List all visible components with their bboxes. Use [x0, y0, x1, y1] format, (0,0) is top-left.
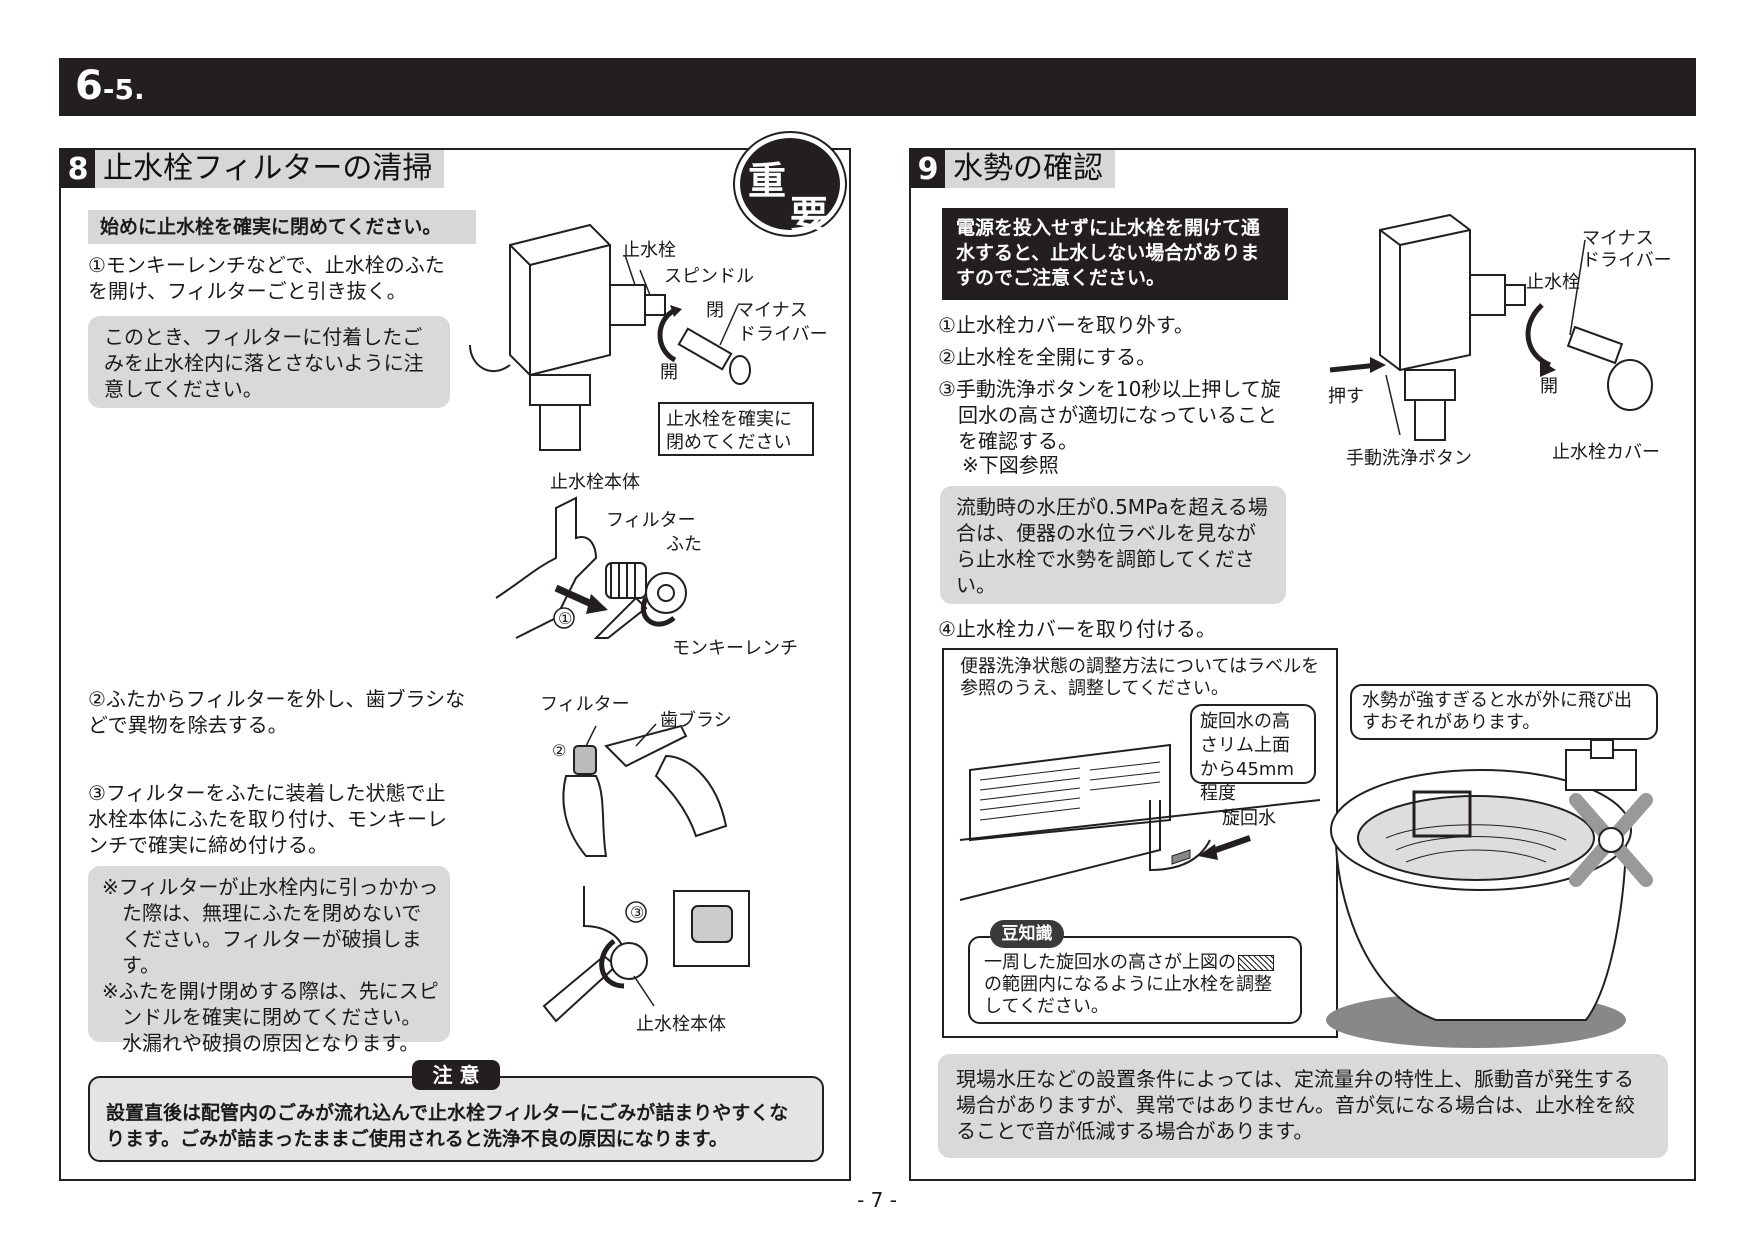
label-step-3: ③ [630, 903, 645, 922]
toilet-figure [1326, 739, 1653, 1048]
valve-figure [469, 223, 751, 451]
label-driver-2: ドライバー [738, 324, 828, 345]
caution-text: 設置直後は配管内のごみが流れ込んで止水栓フィルターにごみが詰まりやすくなります。… [106, 1102, 789, 1150]
label-driver-1: マイナス [736, 300, 808, 321]
step-2-text: ②止水栓を全開にする。 [938, 345, 1157, 369]
label-step-2: ② [552, 741, 567, 760]
caution-box: 設置直後は配管内のごみが流れ込んで止水栓フィルターにごみが詰まりやすくなります。… [88, 1076, 824, 1162]
badge-top: 重 [748, 159, 787, 203]
tip-label: 豆知識 [990, 920, 1064, 948]
left-panel [59, 148, 851, 1181]
label-open: 開 [660, 362, 678, 383]
callout-splash-warning: 水勢が強すぎると水が外に飛び出すおそれがあります。 [1350, 684, 1658, 740]
section-header-bar: 6-5. [59, 58, 1696, 116]
label-open: 開 [1540, 376, 1558, 397]
caution-label: 注 意 [412, 1060, 500, 1090]
label-valve-cover: 止水栓カバー [1552, 442, 1660, 463]
tip-text: 一周した旋回水の高さが上図のの範囲内になるように止水栓を調整してください。 [984, 952, 1288, 1018]
label-swirl-water: 旋回水 [1222, 808, 1276, 829]
right-panel [909, 148, 1696, 1181]
tip-text-2: の範囲内になるように止水栓を調整してください。 [984, 974, 1272, 1017]
label-spindle: スピンドル [664, 266, 754, 287]
label-valve-body: 止水栓本体 [550, 472, 640, 493]
bottom-note: 現場水圧などの設置条件によっては、定流量弁の特性上、脈動音が発生する場合がありま… [938, 1054, 1668, 1158]
section-number: 6-5. [75, 63, 145, 109]
label-step-1: ① [558, 609, 573, 628]
reassembly-figure [542, 886, 750, 1023]
note-2-2: ※ふたを開け閉めする際は、先にスピンドルを確実に閉めてください。水漏れや破損の原… [102, 979, 439, 1055]
label-close: 閉 [706, 300, 724, 321]
left-section-heading: 8 止水栓フィルターの清掃 [61, 150, 445, 188]
section-number-8: 8 [61, 150, 95, 188]
label-push: 押す [1328, 386, 1364, 407]
label-filter: フィルター [606, 510, 696, 531]
label-valve: 止水栓 [622, 240, 676, 261]
step-3-note: ※下図参照 [962, 453, 1059, 477]
note-2-1: ※フィルターが止水栓内に引っかかった際は、無理にふたを閉めないでください。フィル… [102, 875, 439, 977]
swirl-instruction: 便器洗浄状態の調整方法についてはラベルを参照のうえ、調整してください。 [960, 656, 1320, 699]
step-2-text: ②ふたからフィルターを外し、歯ブラシなどで異物を除去する。 [88, 687, 466, 737]
warning-box: 電源を投入せずに止水栓を開けて通水すると、止水しない場合がありますのでご注意くだ… [942, 208, 1288, 300]
badge-bottom: 要 [790, 193, 829, 237]
note-1: このとき、フィルターに付着したごみを止水栓内に落とさないように注意してください。 [88, 316, 450, 408]
callout-swirl-height: 旋回水の高さリム上面から45mm程度 [1190, 704, 1316, 804]
label-driver-2: ドライバー [1582, 250, 1672, 271]
step-4-text: ④止水栓カバーを取り付ける。 [938, 617, 1216, 641]
page-number: - 7 - [857, 1188, 897, 1212]
notes-2: ※フィルターが止水栓内に引っかかった際は、無理にふたを閉めないでください。フィル… [88, 866, 450, 1055]
brush-figure [562, 723, 728, 857]
valve-cover-figure [1329, 213, 1653, 441]
label-diagram [959, 743, 1321, 901]
important-badge [733, 131, 847, 237]
section-number-9: 9 [911, 150, 945, 188]
note-pressure: 流動時の水圧が0.5MPaを超える場合は、便器の水位ラベルを見ながら止水栓で水勢… [940, 486, 1286, 604]
step-1-text: ①止水栓カバーを取り外す。 [938, 313, 1194, 337]
section-title: 水勢の確認 [953, 151, 1103, 186]
hatch-swatch-icon [1238, 955, 1274, 971]
intro-instruction: 始めに止水栓を確実に閉めてください。 [88, 210, 476, 244]
label-filter-2: フィルター [540, 694, 630, 715]
label-flush-button: 手動洗浄ボタン [1346, 448, 1472, 469]
tip-text-1: 一周した旋回水の高さが上図の [984, 952, 1236, 973]
label-lid: ふた [666, 534, 702, 555]
tip-box: 一周した旋回水の高さが上図のの範囲内になるように止水栓を調整してください。 [968, 936, 1302, 1024]
label-driver-1: マイナス [1582, 228, 1654, 249]
step-3-text: ③手動洗浄ボタンを10秒以上押して旋回水の高さが適切になっていることを確認する。 [938, 377, 1281, 453]
label-valve-body-2: 止水栓本体 [636, 1014, 726, 1035]
label-toothbrush: 歯ブラシ [660, 710, 732, 731]
step-3-text: ③フィルターをふたに装着した状態で止水栓本体にふたを取り付け、モンキーレンチで確… [88, 781, 447, 857]
label-valve: 止水栓 [1526, 272, 1580, 293]
filter-removal-figure [495, 496, 687, 639]
label-wrench: モンキーレンチ [672, 638, 798, 659]
section-title: 止水栓フィルターの清掃 [103, 151, 433, 186]
right-section-heading: 9 水勢の確認 [911, 150, 1115, 188]
callout-close-valve: 止水栓を確実に閉めてください [658, 402, 814, 456]
step-1-text: ①モンキーレンチなどで、止水栓のふたを開け、フィルターごと引き抜く。 [88, 253, 445, 303]
